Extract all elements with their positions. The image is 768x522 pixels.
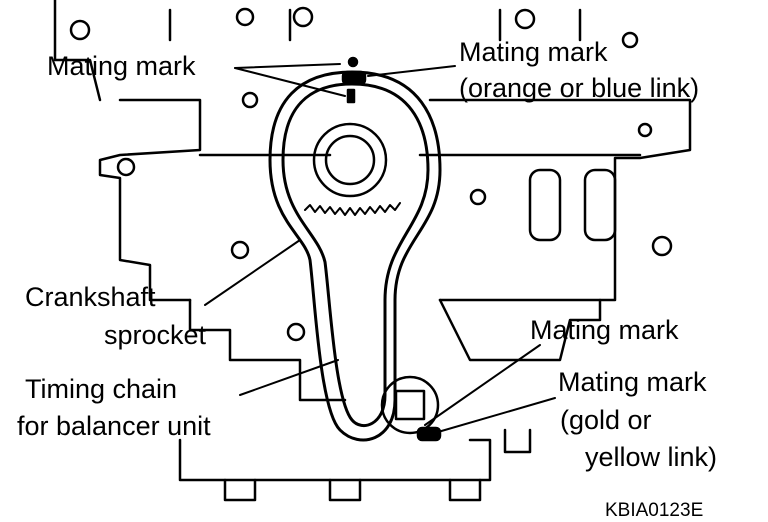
balancer-bolt-head: [394, 389, 426, 421]
bolt-hole: [230, 240, 250, 260]
timing-chain-inner: [281, 82, 430, 428]
crankshaft-sprocket-gear: [312, 122, 388, 198]
label-crankshaft-sprocket: sprocket: [104, 320, 207, 350]
lower-block-edge: [188, 298, 347, 402]
oil-slot-left: [528, 168, 562, 242]
timing-chain-outer: [268, 70, 442, 442]
label-crankshaft: Crankshaft: [25, 282, 156, 312]
mating-link-top: [341, 70, 367, 86]
label-mating-mark-top-left: Mating mark: [47, 51, 196, 81]
bolt-hole: [241, 91, 259, 109]
bolt-hole: [116, 157, 136, 177]
leader-line: [239, 359, 339, 396]
label-mating-mark-top-right-detail: (orange or blue link): [459, 73, 700, 103]
bolt-hole: [621, 31, 639, 49]
label-timing-chain-balancer: for balancer unit: [17, 411, 211, 441]
upper-block-edge: [98, 98, 202, 302]
bolt-hole: [69, 19, 91, 41]
bottom-bolt: [328, 478, 362, 502]
bolt-hole: [286, 322, 306, 342]
label-timing-chain: Timing chain: [25, 374, 178, 404]
figure-code: KBIA0123E: [605, 500, 704, 521]
bolt-hole: [514, 8, 536, 30]
bottom-bolt: [503, 428, 532, 454]
bottom-bolt: [223, 478, 257, 502]
crankshaft-sprocket-teeth: [304, 202, 401, 216]
label-mating-mark-bottom-gold: (gold or: [560, 405, 652, 435]
bolt-hole: [637, 122, 653, 138]
left-block-edge: [53, 0, 102, 102]
right-block-edge: [428, 98, 692, 302]
label-mating-mark-lower: Mating mark: [530, 315, 679, 345]
engine-block-outline: [168, 8, 582, 42]
bolt-hole: [292, 6, 314, 28]
leader-line: [367, 65, 456, 77]
lower-right-edge: [438, 298, 602, 362]
bottom-bolt: [448, 478, 482, 502]
oil-slot-right: [583, 168, 617, 242]
leader-line: [424, 344, 541, 426]
leader-line: [437, 397, 556, 433]
mating-mark-sprocket-top: [346, 88, 356, 104]
leader-line: [234, 63, 341, 69]
balancer-sprocket: [380, 375, 440, 435]
mating-dot-top: [347, 56, 359, 68]
mating-link-bottom: [416, 426, 442, 442]
label-mating-mark-bottom: Mating mark: [558, 367, 707, 397]
label-mating-mark-bottom-yellow: yellow link): [585, 442, 718, 472]
crankshaft-sprocket-hub: [324, 134, 376, 186]
bolt-hole: [235, 7, 255, 27]
bolt-hole: [651, 235, 673, 257]
label-mating-mark-top-right: Mating mark: [459, 37, 608, 67]
leader-line: [234, 67, 346, 97]
bottom-casting: [178, 438, 492, 482]
leader-line: [204, 239, 301, 306]
bolt-hole: [469, 188, 487, 206]
